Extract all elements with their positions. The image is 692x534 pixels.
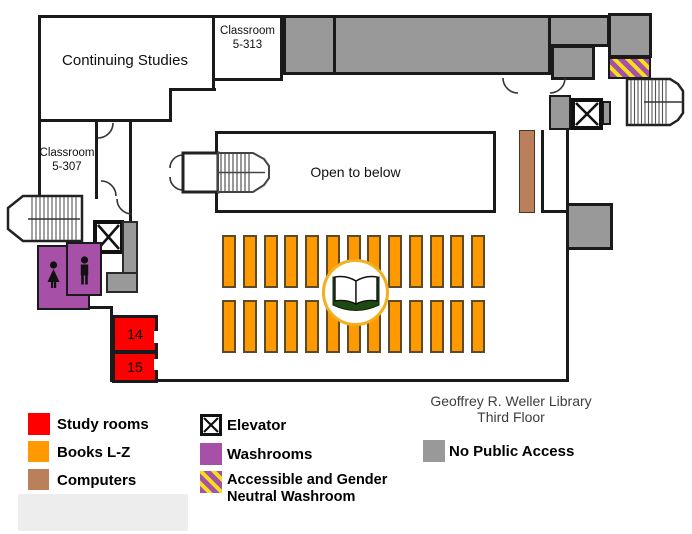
legend-swatch-computers bbox=[28, 469, 49, 490]
elevator-right bbox=[571, 98, 603, 130]
door-arc bbox=[549, 77, 566, 94]
top-right-stairs bbox=[625, 77, 685, 127]
book-stack bbox=[222, 300, 236, 353]
legend-label-no-public-access: No Public Access bbox=[449, 443, 575, 460]
left-stairs bbox=[6, 194, 84, 243]
legend-label-washrooms: Washrooms bbox=[227, 446, 313, 463]
legend-label-elevator: Elevator bbox=[227, 417, 287, 434]
study-room-15: 15 bbox=[112, 351, 158, 383]
legend-label-computers: Computers bbox=[57, 472, 137, 489]
wall-segment bbox=[333, 15, 336, 75]
legend-swatch-no-public-access bbox=[423, 440, 445, 462]
continuing-studies-label: Continuing Studies bbox=[62, 52, 188, 69]
open-book-icon bbox=[332, 275, 379, 311]
classroom-5313-label: Classroom 5-313 bbox=[220, 25, 275, 51]
map-title-line1: Geoffrey R. Weller Library bbox=[430, 393, 592, 409]
book-stack bbox=[388, 235, 402, 288]
door-gap bbox=[154, 331, 159, 343]
classroom-5307-label: Classroom 5-307 bbox=[39, 147, 95, 173]
legend-swatch-washrooms bbox=[200, 443, 222, 465]
book-stack bbox=[409, 235, 423, 288]
wall-segment bbox=[566, 130, 569, 382]
no-public-access-area bbox=[548, 15, 610, 47]
wall-segment bbox=[541, 130, 544, 213]
library-logo bbox=[322, 259, 389, 326]
classroom-5313 bbox=[212, 15, 283, 81]
wall-segment bbox=[112, 379, 568, 382]
map-title: Geoffrey R. Weller Library Third Floor bbox=[420, 393, 602, 425]
book-stack bbox=[243, 235, 257, 288]
legend-swatch-accessible-washroom bbox=[200, 471, 222, 493]
elevator-x-icon bbox=[203, 417, 219, 433]
legend-swatch-books bbox=[28, 441, 49, 462]
book-stack bbox=[430, 300, 444, 353]
door-gap bbox=[154, 359, 159, 370]
book-stack bbox=[284, 300, 298, 353]
female-icon bbox=[47, 261, 60, 288]
study-room-14-label: 14 bbox=[127, 326, 143, 342]
study-room-14: 14 bbox=[112, 315, 158, 353]
wall-segment bbox=[169, 88, 216, 91]
wall-segment bbox=[129, 121, 132, 222]
book-stack bbox=[450, 300, 464, 353]
legend-label-books: Books L-Z bbox=[57, 444, 131, 461]
open-to-below-label: Open to below bbox=[310, 164, 401, 180]
book-stack bbox=[305, 235, 319, 288]
no-public-access-room bbox=[608, 13, 652, 58]
legend-label-accessible-washroom: Accessible and Gender Neutral Washroom bbox=[227, 472, 388, 505]
door-arc bbox=[100, 180, 117, 197]
book-stack bbox=[430, 235, 444, 288]
door-arc bbox=[502, 77, 519, 94]
book-stack bbox=[388, 300, 402, 353]
book-stack bbox=[264, 300, 278, 353]
computers-area bbox=[519, 130, 535, 213]
wall-segment bbox=[95, 121, 98, 199]
wall-segment bbox=[541, 210, 569, 213]
study-room-15-label: 15 bbox=[127, 359, 143, 375]
book-stack bbox=[243, 300, 257, 353]
book-stack bbox=[471, 235, 485, 288]
legend-swatch-study-rooms bbox=[28, 413, 50, 435]
book-stack bbox=[471, 300, 485, 353]
book-stack bbox=[222, 235, 236, 288]
book-stack bbox=[264, 235, 278, 288]
center-stairs bbox=[169, 151, 270, 194]
legend-swatch-elevator bbox=[200, 414, 222, 436]
legend-label-study-rooms: Study rooms bbox=[57, 416, 149, 433]
faint-shadow bbox=[18, 494, 188, 531]
no-public-access-area bbox=[283, 15, 551, 75]
open-to-below-area bbox=[215, 131, 496, 213]
no-public-access-room bbox=[551, 45, 595, 80]
no-public-access-room bbox=[566, 203, 613, 250]
book-stack bbox=[450, 235, 464, 288]
wall-segment bbox=[212, 79, 215, 91]
no-public-access-room bbox=[549, 95, 571, 130]
wall-segment bbox=[88, 306, 113, 309]
door-arc bbox=[97, 122, 114, 139]
wall-segment bbox=[110, 306, 113, 382]
door-arc bbox=[116, 198, 133, 215]
wall-segment bbox=[38, 119, 172, 122]
no-public-access-strip bbox=[106, 272, 138, 293]
no-public-access-room bbox=[602, 101, 611, 125]
wall-segment bbox=[169, 88, 172, 122]
book-stack bbox=[409, 300, 423, 353]
no-public-access-strip bbox=[122, 221, 138, 275]
map-title-line2: Third Floor bbox=[477, 409, 545, 425]
book-stack bbox=[284, 235, 298, 288]
wall-segment bbox=[38, 15, 41, 199]
male-icon bbox=[80, 256, 89, 285]
book-stack bbox=[305, 300, 319, 353]
elevator-x-icon bbox=[575, 102, 599, 126]
